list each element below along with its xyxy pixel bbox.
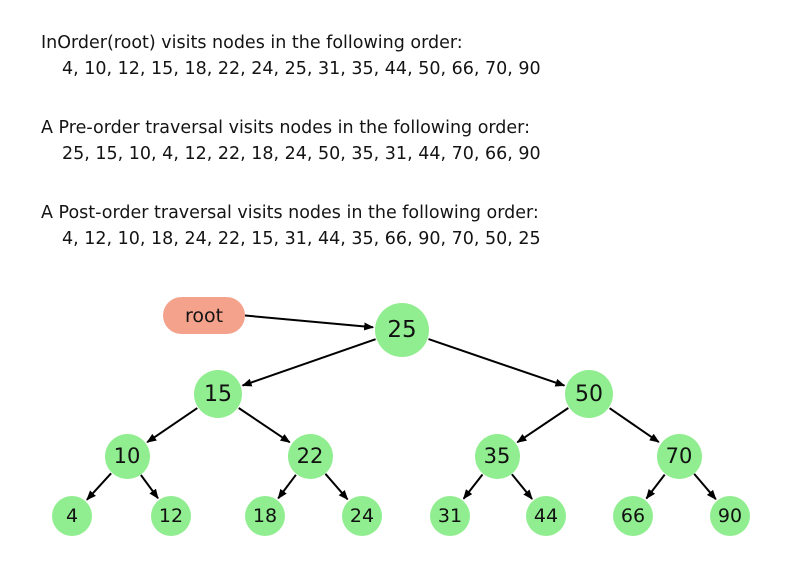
- tree-edge-root-pointer-to-n25: [244, 314, 375, 331]
- tree-node-18: 18: [245, 496, 285, 536]
- tree-node-4: 4: [52, 496, 92, 536]
- tree-edge-n70-to-n90: [693, 473, 717, 500]
- tree-node-66: 66: [613, 496, 653, 536]
- tree-node-44: 44: [526, 496, 566, 536]
- postorder-sequence: 4, 12, 10, 18, 24, 22, 15, 31, 44, 35, 6…: [62, 229, 541, 249]
- tree-node-50: 50: [565, 370, 613, 418]
- tree-edge-n15-to-n10: [146, 407, 198, 444]
- tree-edge-n10-to-n12: [140, 474, 159, 500]
- preorder-heading: A Pre-order traversal visits nodes in th…: [41, 118, 530, 138]
- tree-edge-n25-to-n15: [241, 338, 376, 387]
- tree-node-31: 31: [430, 496, 470, 536]
- postorder-paragraph: A Post-order traversal visits nodes in t…: [0, 202, 800, 262]
- inorder-sequence: 4, 10, 12, 15, 18, 22, 24, 25, 31, 35, 4…: [62, 59, 541, 79]
- tree-edge-n15-to-n22: [238, 407, 291, 444]
- tree-edges-group: [86, 314, 717, 501]
- inorder-paragraph: InOrder(root) visits nodes in the follow…: [0, 32, 800, 92]
- traversal-text-section: InOrder(root) visits nodes in the follow…: [0, 0, 800, 280]
- tree-edge-n22-to-n24: [324, 473, 349, 501]
- tree-edge-n50-to-n70: [609, 407, 660, 443]
- tree-node-15: 15: [194, 370, 242, 418]
- root-pointer-label: root: [163, 297, 245, 334]
- tree-node-12: 12: [151, 496, 191, 536]
- tree-node-35: 35: [474, 433, 520, 479]
- tree-node-25: 25: [375, 303, 429, 357]
- inorder-heading: InOrder(root) visits nodes in the follow…: [41, 33, 463, 53]
- preorder-paragraph: A Pre-order traversal visits nodes in th…: [0, 117, 800, 177]
- tree-edge-n22-to-n18: [277, 474, 297, 500]
- tree-node-24: 24: [342, 496, 382, 536]
- preorder-sequence: 25, 15, 10, 4, 12, 22, 18, 24, 50, 35, 3…: [62, 144, 541, 164]
- tree-edge-n10-to-n4: [86, 472, 112, 501]
- tree-node-10: 10: [104, 433, 150, 479]
- tree-node-90: 90: [710, 496, 750, 536]
- tree-edge-n35-to-n44: [511, 473, 533, 500]
- tree-edge-n25-to-n50: [428, 338, 566, 387]
- tree-node-22: 22: [287, 433, 333, 479]
- tree-node-70: 70: [656, 433, 702, 479]
- tree-edge-n35-to-n31: [462, 473, 484, 500]
- postorder-heading: A Post-order traversal visits nodes in t…: [41, 203, 539, 223]
- tree-edge-n50-to-n35: [516, 407, 569, 444]
- tree-edge-n70-to-n66: [645, 473, 666, 500]
